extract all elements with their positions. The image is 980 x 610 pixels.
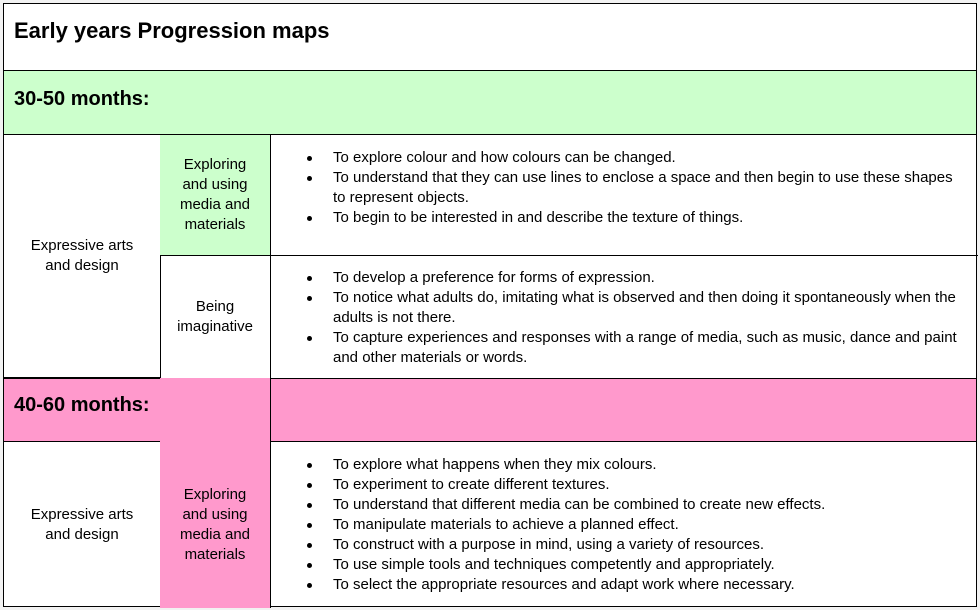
strand-cell-being-imaginative: Being imaginative [160, 255, 271, 378]
document-title: Early years Progression maps [14, 18, 330, 43]
progression-map-document: Early years Progression maps 30-50 month… [3, 3, 978, 608]
statements-cell: To explore what happens when they mix co… [270, 442, 978, 608]
list-item: To begin to be interested in and describ… [307, 208, 966, 228]
list-item: To manipulate materials to achieve a pla… [307, 515, 966, 535]
statements-list: To explore what happens when they mix co… [270, 455, 978, 595]
statements-cell: To develop a preference for forms of exp… [270, 255, 978, 378]
list-item: To understand that different media can b… [307, 495, 966, 515]
list-item: To construct with a purpose in mind, usi… [307, 535, 966, 555]
list-item: To develop a preference for forms of exp… [307, 268, 966, 288]
statements-list: To develop a preference for forms of exp… [270, 268, 978, 368]
section-heading-30-50-months: 30-50 months: [4, 70, 976, 135]
list-item: To experiment to create different textur… [307, 475, 966, 495]
area-of-learning-label: Expressive arts and design [30, 237, 134, 274]
area-of-learning-cell: Expressive arts and design [4, 442, 161, 608]
strand-label: Being imaginative [177, 297, 253, 335]
list-item: To use simple tools and techniques compe… [307, 555, 966, 575]
list-item: To select the appropriate resources and … [307, 575, 966, 595]
strand-cell-exploring-media: Exploring and using media and materials [160, 378, 271, 608]
statements-list: To explore colour and how colours can be… [270, 148, 978, 228]
list-item: To notice what adults do, imitating what… [307, 288, 966, 328]
statements-cell: To explore colour and how colours can be… [270, 135, 978, 256]
strand-label: Exploring and using media and materials [179, 486, 251, 563]
list-item: To explore what happens when they mix co… [307, 455, 966, 475]
list-item: To explore colour and how colours can be… [307, 148, 966, 168]
section-heading-40-60-months: 40-60 months: [4, 378, 976, 442]
area-of-learning-label: Expressive arts and design [30, 506, 134, 543]
strand-label: Exploring and using media and materials [179, 156, 251, 233]
list-item: To capture experiences and responses wit… [307, 328, 966, 368]
area-of-learning-cell: Expressive arts and design [4, 135, 161, 378]
strand-cell-exploring-media: Exploring and using media and materials [160, 135, 271, 256]
list-item: To understand that they can use lines to… [307, 168, 966, 208]
